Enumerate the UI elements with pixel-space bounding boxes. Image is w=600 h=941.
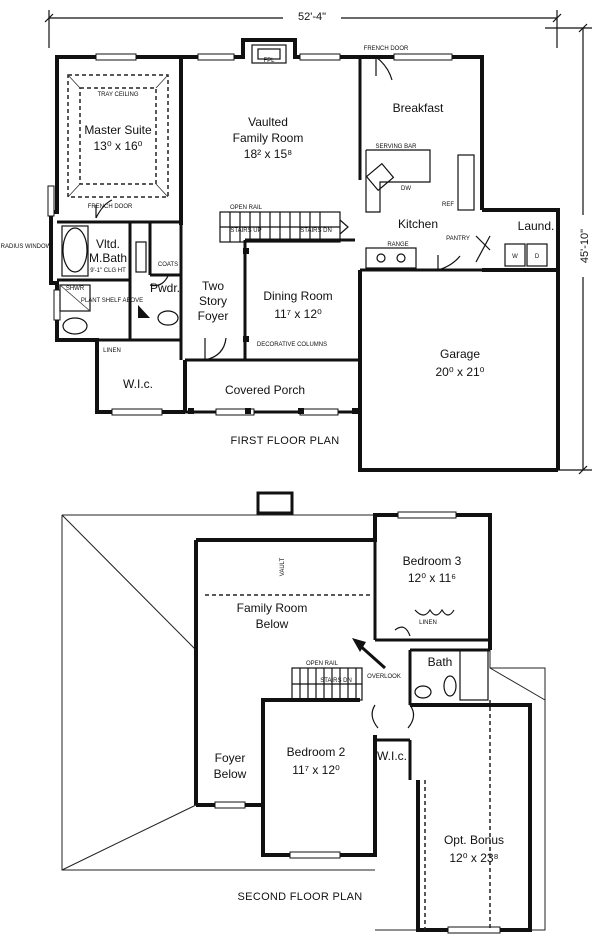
shower-label: SHWR: [66, 286, 85, 292]
first-floor-walls: [49, 38, 560, 472]
second-floor-stairs: [291, 667, 363, 701]
foyer-name-2: Story: [199, 294, 227, 308]
second-floor-roofline: [61, 514, 546, 931]
first-floor-title: FIRST FLOOR PLAN: [230, 435, 339, 447]
range-label: RANGE: [387, 242, 408, 248]
french-door-symbols: [95, 56, 393, 219]
bonus-room-name: Opt. Bonus: [444, 833, 504, 847]
mbath-name-2: M.Bath: [89, 251, 127, 265]
family-room-name-2: Family Room: [233, 131, 304, 145]
bedroom-2-name: Bedroom 2: [287, 745, 346, 759]
stairs-up-label: STAIRS UP: [230, 228, 261, 234]
breakfast-label: Breakfast: [393, 101, 444, 115]
dining-room-size: 11⁷ x 12⁰: [274, 307, 322, 321]
first-floor-windows: [47, 53, 453, 416]
wic-label-second: W.I.c.: [377, 749, 407, 763]
mbath-name-1: Vltd.: [96, 237, 120, 251]
decorative-columns-label: DECORATIVE COLUMNS: [257, 342, 327, 348]
tray-ceiling-label: TRAY CEILING: [97, 92, 138, 98]
fireplace-label: FPL: [263, 58, 275, 64]
dishwasher-label: DW: [401, 186, 411, 192]
family-room-size: 18² x 15⁸: [244, 147, 292, 161]
plant-shelf-label: PLANT SHELF ABOVE: [81, 298, 143, 304]
first-floor-stairs: [219, 211, 349, 243]
overall-depth-label: 45'-10": [579, 229, 591, 263]
second-floor-walls: [194, 513, 532, 932]
second-floor-labels: VAULT Family Room Below Bedroom 3 12⁰ x …: [214, 554, 504, 903]
foyer-name-3: Foyer: [198, 309, 229, 323]
first-floor-labels: TRAY CEILING Master Suite 13⁰ x 16⁰ FREN…: [1, 46, 555, 447]
garage-size: 20⁰ x 21⁰: [436, 365, 485, 379]
open-rail-label-second: OPEN RAIL: [306, 661, 339, 667]
washer-label: W: [512, 254, 518, 260]
overlook-arrow-icon: [352, 638, 386, 670]
family-room-below-name-2: Below: [256, 617, 289, 631]
kitchen-fixtures: [365, 149, 548, 269]
vault-label: VAULT: [280, 557, 286, 576]
second-floor-bath-fixtures: [414, 608, 489, 701]
radius-window-label: RADIUS WINDOW: [1, 244, 52, 250]
family-room-below-name-1: Family Room: [237, 601, 308, 615]
refrigerator-label: REF: [442, 202, 454, 208]
linen-label-first: LINEN: [103, 348, 121, 354]
pantry-label: PANTRY: [446, 236, 470, 242]
mbath-note: 9'-1" CLG HT: [90, 268, 126, 274]
open-rail-label-first: OPEN RAIL: [230, 205, 263, 211]
bonus-room-size: 12⁰ x 23⁸: [449, 851, 498, 865]
linen-label-second: LINEN: [419, 620, 437, 626]
tray-ceiling-outline: [67, 74, 169, 198]
first-floor-doors: [149, 255, 461, 361]
overall-width-dimension: 52'-4": [44, 8, 562, 48]
stairs-down-label-first: STAIRS DN: [300, 228, 332, 234]
french-door-label-breakfast: FRENCH DOOR: [364, 46, 409, 52]
kitchen-label: Kitchen: [398, 217, 438, 231]
foyer-name-1: Two: [202, 279, 224, 293]
stairs-down-label-second: STAIRS DN: [320, 678, 352, 684]
master-suite-name: Master Suite: [84, 123, 152, 137]
coats-label: COATS: [158, 262, 178, 268]
bedroom-3-size: 12⁰ x 11⁶: [408, 571, 456, 585]
garage-name: Garage: [440, 347, 480, 361]
french-door-label-master: FRENCH DOOR: [88, 204, 133, 210]
dryer-label: D: [535, 254, 540, 260]
wic-label-first: W.I.c.: [123, 377, 153, 391]
bedroom-3-name: Bedroom 3: [403, 554, 462, 568]
second-floor-windows: [214, 511, 501, 934]
foyer-below-name-1: Foyer: [215, 751, 246, 765]
powder-room-label: Pwdr.: [150, 281, 180, 295]
overall-depth-dimension: 45'-10": [545, 23, 592, 475]
bedroom-2-size: 11⁷ x 12⁰: [292, 763, 340, 777]
overall-width-label: 52'-4": [298, 11, 326, 23]
second-floor-doors: [371, 626, 415, 729]
second-floor-title: SECOND FLOOR PLAN: [238, 891, 363, 903]
fireplace-icon: [251, 44, 287, 64]
serving-bar-label: SERVING BAR: [376, 144, 418, 150]
family-room-name-1: Vaulted: [248, 115, 288, 129]
covered-porch-label: Covered Porch: [225, 383, 305, 397]
chimney-icon: [256, 491, 294, 515]
dining-room-name: Dining Room: [263, 289, 332, 303]
master-suite-size: 13⁰ x 16⁰: [94, 139, 143, 153]
bath-label: Bath: [428, 655, 453, 669]
foyer-below-name-2: Below: [214, 767, 247, 781]
overlook-label: OVERLOOK: [367, 674, 401, 680]
decorative-columns: [188, 248, 358, 414]
master-bath-fixtures: [59, 225, 179, 335]
laundry-label: Laund.: [518, 219, 555, 233]
